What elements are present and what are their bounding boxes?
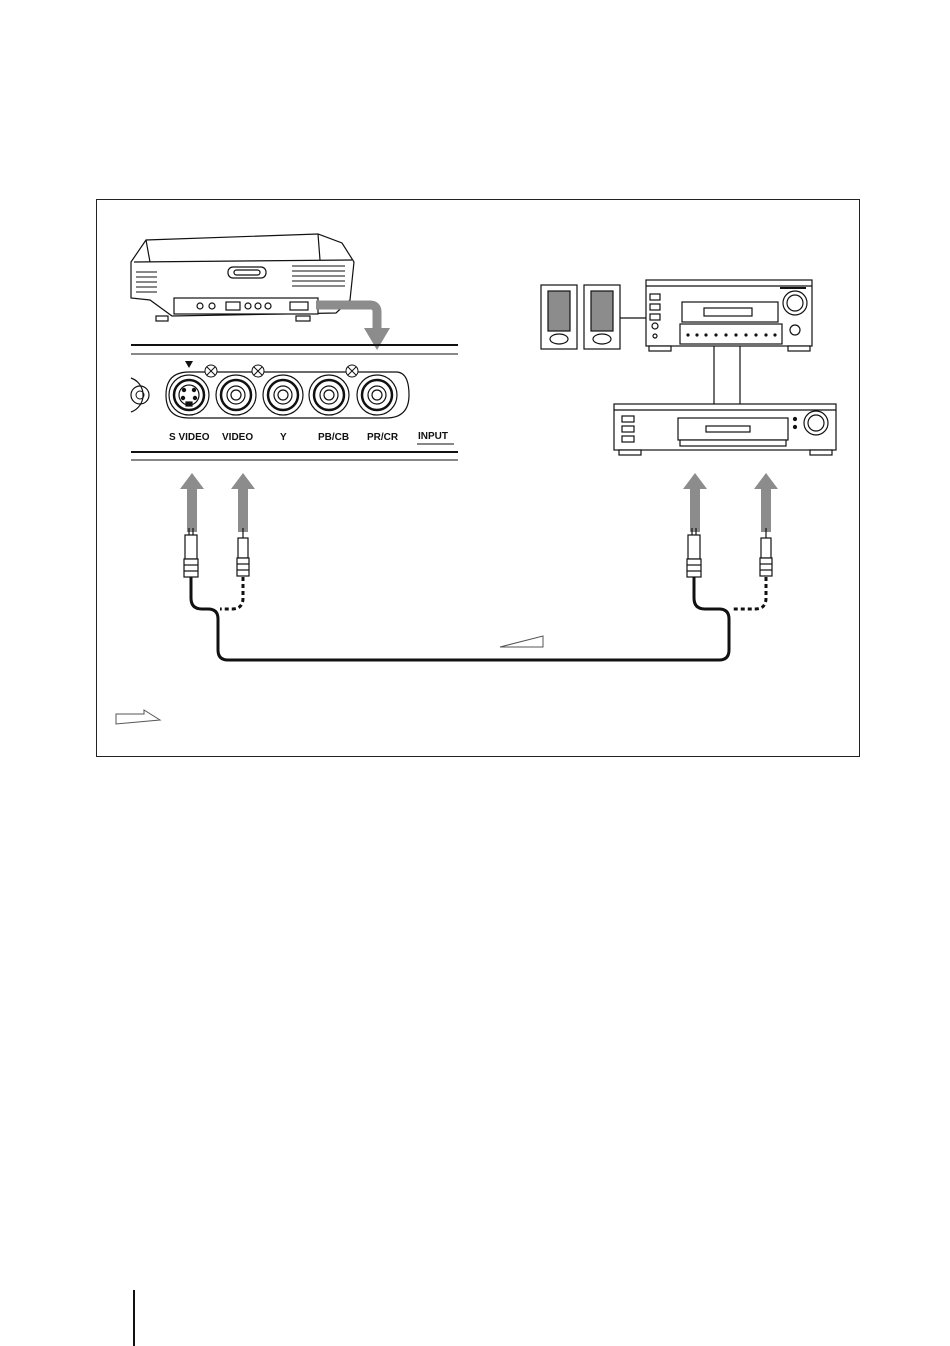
s-video-plug-left [184, 528, 198, 577]
video-jack [216, 375, 256, 415]
speaker-left [541, 285, 577, 349]
input-panel: S VIDEO VIDEO Y PB/CB PR/CR INPUT [131, 345, 458, 460]
zoom-arrow [316, 305, 377, 330]
rca-plug-left [237, 528, 249, 576]
label-pb-cb: PB/CB [318, 432, 349, 443]
speaker-right [584, 285, 620, 349]
s-video-plug-right [687, 528, 701, 577]
vcr [614, 404, 836, 455]
label-y: Y [280, 432, 287, 443]
s-video-marker-icon [185, 361, 193, 368]
pb-cb-jack [309, 375, 349, 415]
rca-plug-right [760, 528, 772, 576]
label-s-video: S VIDEO [169, 432, 210, 443]
signal-flow-legend-arrow-icon [116, 710, 160, 724]
av-amplifier [646, 280, 812, 351]
signal-flow-arrow-icon [500, 636, 543, 647]
pr-cr-jack [357, 375, 397, 415]
up-arrows [180, 473, 778, 532]
label-input: INPUT [418, 431, 448, 442]
video-cable-dashed [220, 577, 766, 609]
cable [191, 577, 729, 660]
label-video: VIDEO [222, 432, 253, 443]
label-pr-cr: PR/CR [367, 432, 399, 443]
s-video-jack [169, 375, 209, 415]
y-jack [263, 375, 303, 415]
